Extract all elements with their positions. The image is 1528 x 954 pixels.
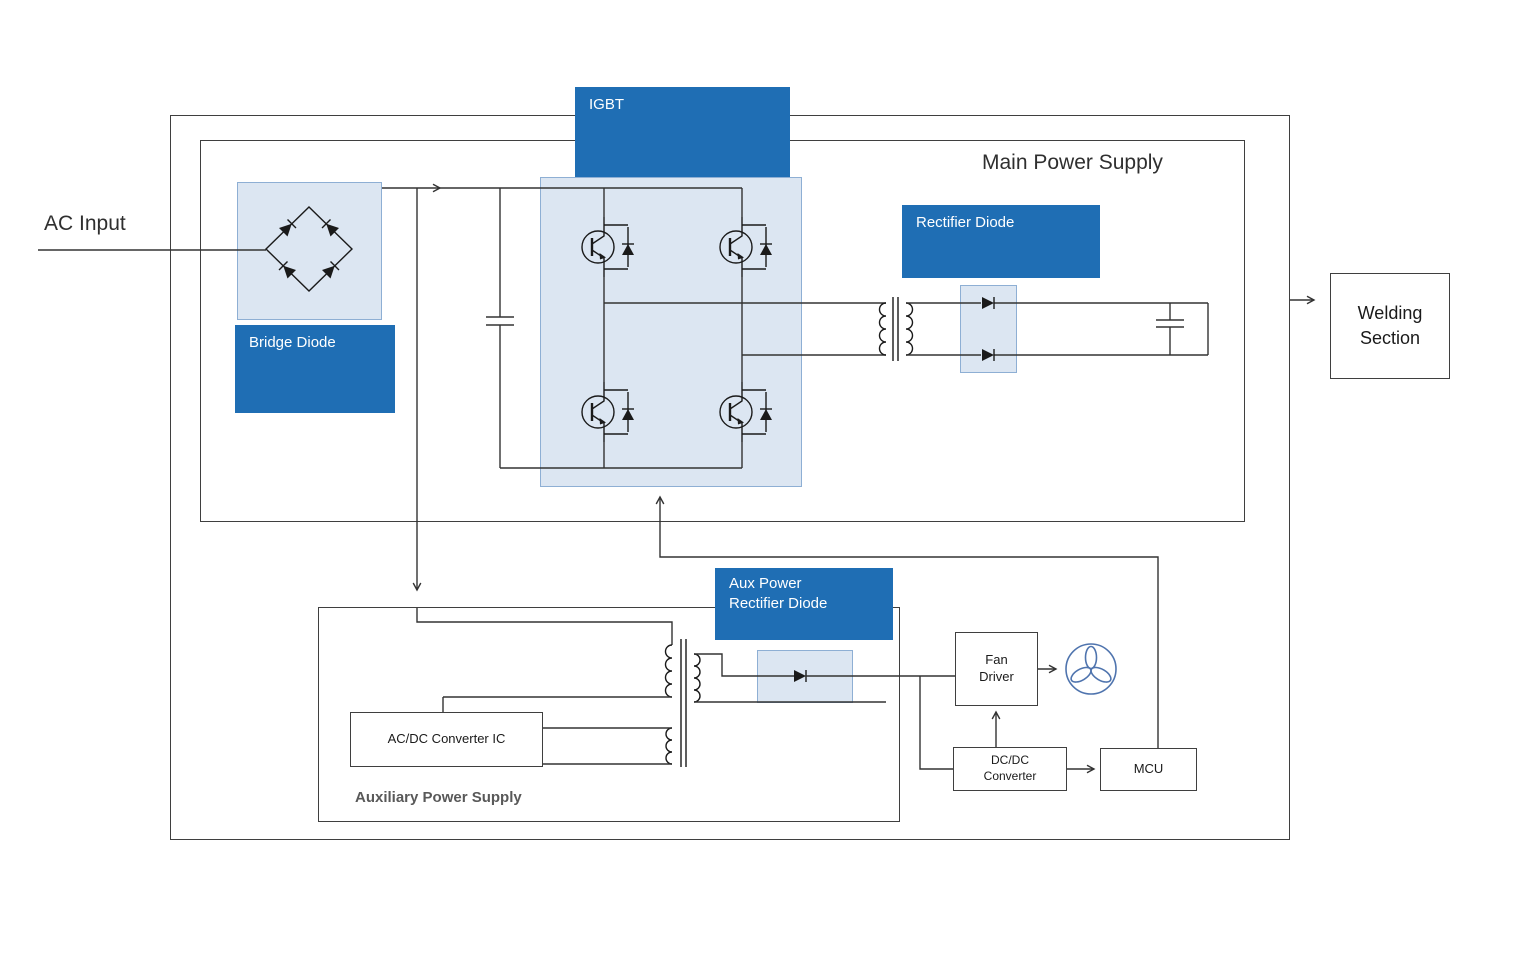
bridge-diode-component-box bbox=[237, 182, 382, 320]
igbt-component-box bbox=[540, 177, 802, 487]
igbt-callout: IGBT bbox=[575, 87, 790, 177]
dcdc-converter-box: DC/DC Converter bbox=[953, 747, 1067, 791]
acdc-converter-ic-box: AC/DC Converter IC bbox=[350, 712, 543, 767]
main-power-supply-title: Main Power Supply bbox=[982, 151, 1163, 174]
ac-input-label: AC Input bbox=[44, 212, 126, 235]
welding-section-box: Welding Section bbox=[1330, 273, 1450, 379]
rectifier-diode-callout: Rectifier Diode bbox=[902, 205, 1100, 278]
mcu-box: MCU bbox=[1100, 748, 1197, 791]
rectifier-diode-component-box bbox=[960, 285, 1017, 373]
auxiliary-power-supply-title: Auxiliary Power Supply bbox=[355, 789, 522, 806]
aux-power-rectifier-diode-callout: Aux Power Rectifier Diode bbox=[715, 568, 893, 640]
bridge-diode-callout: Bridge Diode bbox=[235, 325, 395, 413]
fan-driver-box: Fan Driver bbox=[955, 632, 1038, 706]
